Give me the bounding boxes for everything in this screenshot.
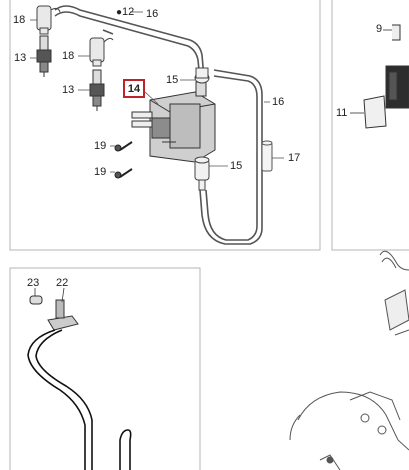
callout-12: ●12 (116, 6, 134, 19)
boot-lower (194, 156, 210, 191)
callout-19-upper: 19 (94, 140, 107, 152)
callout-13-upper: 13 (14, 52, 27, 64)
boot-upper (194, 67, 210, 84)
screw-lower (114, 168, 133, 179)
callout-9: 9 (376, 23, 383, 35)
leader-lines-main (30, 11, 284, 173)
spark-plug-cap-lower (89, 37, 114, 67)
callout-16-lower: 16 (272, 96, 285, 108)
screw-upper (114, 141, 133, 152)
battery-box-fragment (350, 24, 409, 129)
spark-plug-lower (89, 69, 105, 111)
spark-plug-cap-upper (36, 5, 61, 35)
callout-18-lower: 18 (62, 50, 75, 62)
callout-15-lower: 15 (230, 160, 243, 172)
callout-13-lower: 13 (62, 84, 75, 96)
callout-17: 17 (288, 152, 301, 164)
sleeve (261, 140, 273, 172)
engine-fragment (289, 250, 409, 470)
sensor-assembly (29, 287, 79, 331)
callout-16-upper: 16 (146, 8, 159, 20)
callout-22: 22 (56, 277, 69, 289)
drop-icon: ● (116, 7, 123, 18)
callout-19-lower: 19 (94, 166, 107, 178)
spark-plug-upper (36, 35, 52, 77)
callout-14: 14 (127, 82, 141, 95)
callout-11: 11 (336, 107, 348, 119)
sensor-cable (27, 329, 132, 470)
ignition-wire (54, 5, 263, 245)
callout-15-upper: 15 (166, 74, 179, 86)
callout-18-upper: 18 (13, 14, 26, 26)
callout-12-label: 12 (122, 6, 135, 18)
callout-23: 23 (27, 277, 40, 289)
highlighted-callout-14: 14 (123, 79, 145, 98)
panel-frames (9, 0, 409, 470)
